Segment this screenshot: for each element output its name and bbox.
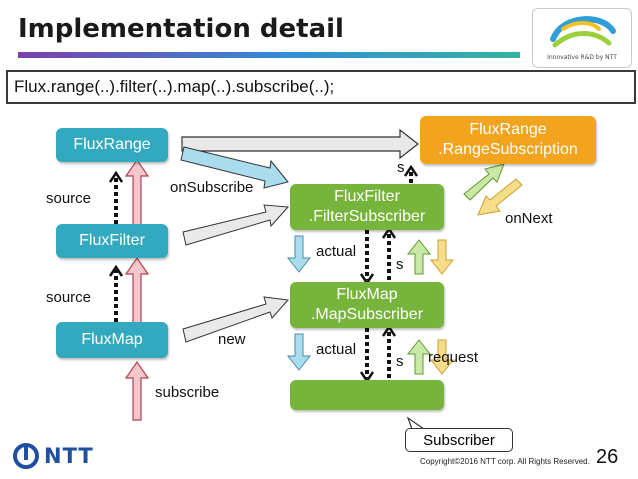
label-source-lower: source bbox=[46, 289, 92, 306]
subscribe-arrow-to-map bbox=[124, 360, 150, 421]
label-subscribe: subscribe bbox=[155, 384, 220, 401]
label-on-next: onNext bbox=[505, 210, 553, 227]
label-source-upper: source bbox=[46, 190, 92, 207]
node-range-subscription: FluxRange .RangeSubscription bbox=[420, 116, 596, 164]
on-next-diagonal-arrow bbox=[477, 178, 523, 216]
filter-new-arrow bbox=[182, 204, 290, 246]
node-flux-range: FluxRange bbox=[56, 128, 168, 162]
map-subscriber-line1: FluxMap bbox=[336, 286, 398, 303]
map-subscriber-line2: .MapSubscriber bbox=[310, 306, 424, 323]
node-end-subscriber bbox=[290, 380, 444, 410]
label-s-bottom: s bbox=[396, 353, 404, 370]
ntt-logo-icon bbox=[13, 443, 39, 469]
label-new: new bbox=[218, 331, 246, 348]
actual-down-arrow-lower bbox=[286, 333, 312, 371]
node-flux-filter: FluxFilter bbox=[56, 224, 168, 258]
node-flux-map: FluxMap bbox=[56, 322, 168, 358]
copyright: Copyright©2016 NTT corp. All Rights Rese… bbox=[420, 457, 590, 466]
request-up-arrow-lower bbox=[406, 339, 432, 375]
node-filter-subscriber: FluxFilter .FilterSubscriber bbox=[290, 184, 444, 230]
next-down-arrow-lower bbox=[429, 339, 455, 375]
page-number: 26 bbox=[596, 446, 619, 468]
swirl-logo-icon bbox=[550, 16, 616, 48]
range-subscription-line1: FluxRange bbox=[469, 121, 547, 138]
label-request: request bbox=[428, 349, 479, 366]
subscribe-arrow-to-range bbox=[124, 158, 150, 229]
map-new-arrow bbox=[182, 296, 290, 343]
label-actual-lower: actual bbox=[316, 341, 357, 358]
range-to-subscription-arrow bbox=[181, 128, 419, 160]
page-title: Implementation detail bbox=[18, 14, 344, 44]
label-s-top: s bbox=[397, 159, 405, 176]
filter-subscriber-line1: FluxFilter bbox=[334, 188, 400, 205]
subscribe-arrow-to-filter bbox=[124, 256, 150, 326]
ntt-brand: NTT bbox=[44, 444, 94, 468]
code-expression: Flux.range(..).filter(..).map(..).subscr… bbox=[6, 70, 636, 104]
title-underline bbox=[18, 52, 520, 58]
filter-subscriber-line2: .FilterSubscriber bbox=[308, 208, 426, 225]
request-diagonal-arrow bbox=[463, 163, 505, 201]
label-on-subscribe: onSubscribe bbox=[170, 179, 254, 196]
request-up-arrow-upper bbox=[406, 239, 432, 275]
node-map-subscriber: FluxMap .MapSubscriber bbox=[290, 282, 444, 328]
label-actual-upper: actual bbox=[316, 243, 357, 260]
label-s-mid: s bbox=[396, 256, 404, 273]
subscriber-callout: Subscriber bbox=[405, 428, 513, 452]
on-subscribe-arrow bbox=[180, 146, 289, 189]
range-subscription-line2: .RangeSubscription bbox=[438, 141, 578, 158]
logo-caption: Innovative R&D by NTT bbox=[547, 54, 617, 61]
next-down-arrow-upper bbox=[429, 239, 455, 275]
actual-down-arrow-upper bbox=[286, 235, 312, 273]
logo: Innovative R&D by NTT bbox=[532, 8, 632, 68]
